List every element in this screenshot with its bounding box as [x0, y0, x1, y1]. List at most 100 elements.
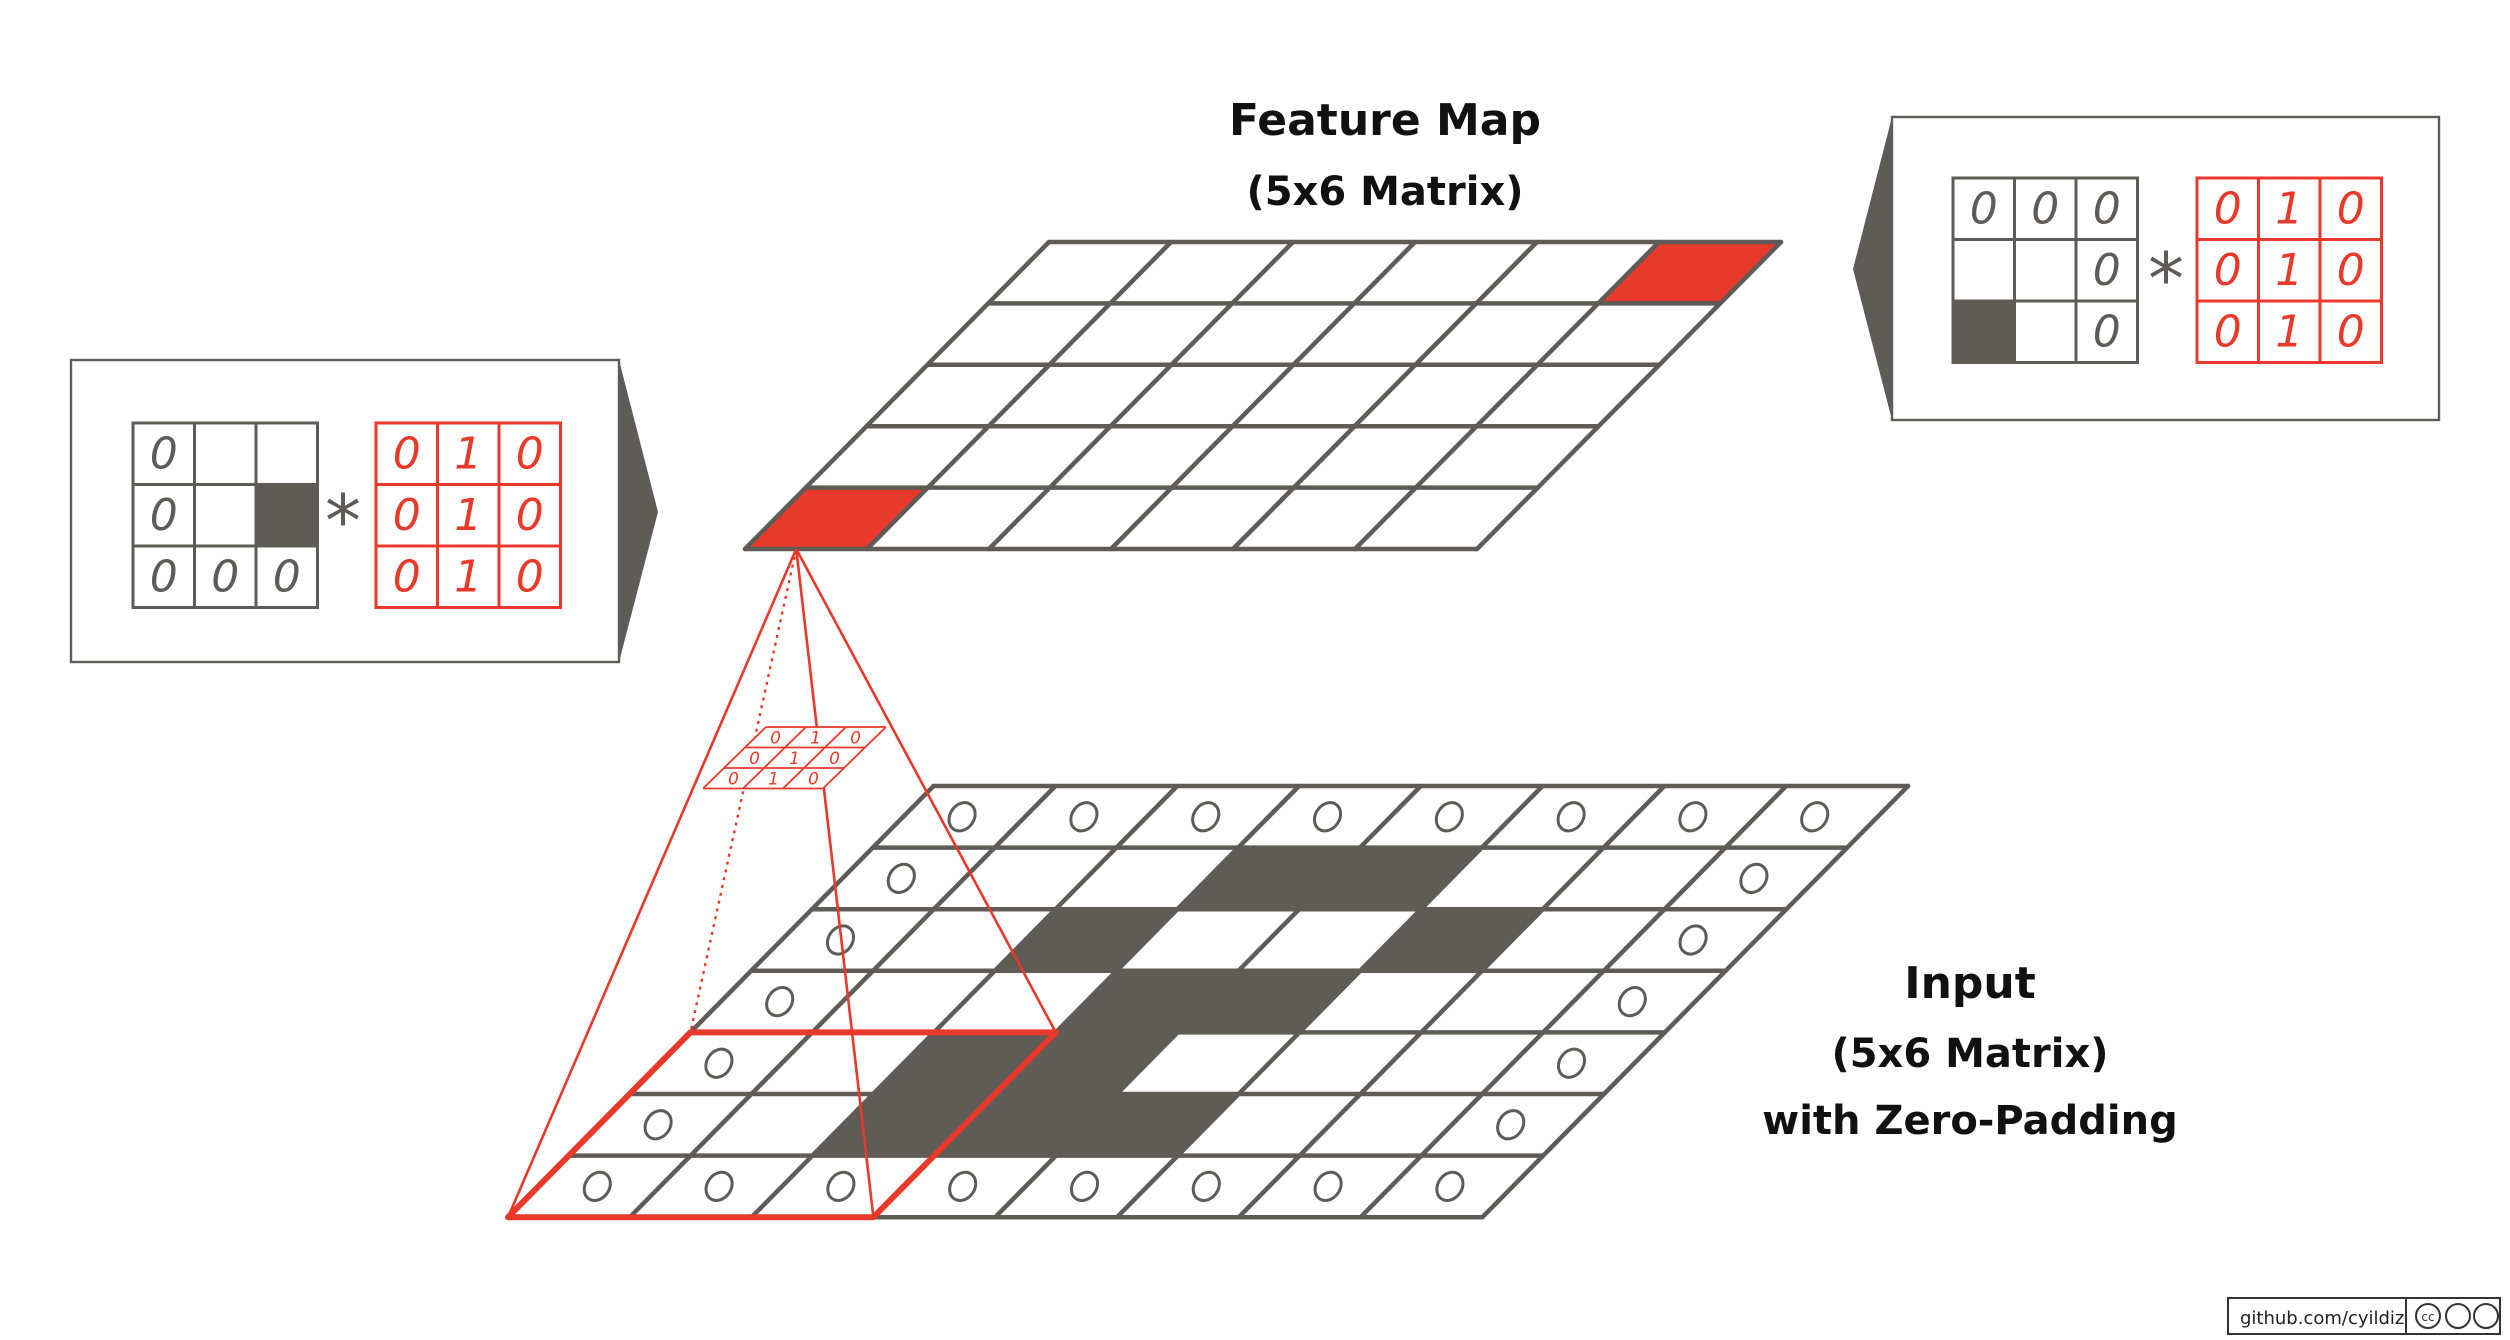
input-subtitle: (5x6 Matrix): [1831, 1031, 2108, 1077]
zero-pad-marker: [643, 1109, 673, 1141]
cc-icon: [2415, 1303, 2441, 1329]
feature-map-title: Feature Map: [1229, 95, 1541, 146]
left-patch-cell: [193, 544, 258, 609]
floating-kernel-value: 0: [770, 728, 781, 748]
floating-kernel-line: [822, 726, 887, 790]
right-kernel-value: 1: [2275, 307, 2303, 358]
right-patch-cell: [2074, 238, 2139, 303]
left-kernel-value: 0: [516, 429, 544, 480]
left-kernel-value: 0: [393, 429, 421, 480]
receptive-field-line: [794, 548, 875, 1218]
left-kernel-cell: [436, 421, 501, 486]
left-patch-cell: [193, 421, 258, 486]
right-patch-value: 0: [2093, 245, 2121, 296]
grid-line: [1236, 783, 1667, 1220]
floating-kernel-value: 0: [829, 749, 840, 769]
input-subtitle-padding: with Zero-Padding: [1762, 1098, 2177, 1144]
by-icon: [2445, 1303, 2471, 1329]
zero-pad-marker: [1312, 801, 1343, 833]
left-patch-value: 0: [150, 552, 178, 603]
input-title: Input: [1904, 958, 2036, 1009]
right-kernel-value: 0: [2214, 307, 2242, 358]
right-kernel-value: 1: [2275, 184, 2303, 235]
left-patch-value: 0: [273, 552, 301, 603]
zero-pad-marker: [1069, 801, 1099, 833]
right-patch-value: 0: [1970, 184, 1998, 235]
grid-line: [749, 783, 1180, 1220]
receptive-field-line: [795, 548, 1057, 1034]
grid-line: [1352, 239, 1662, 552]
right-kernel-cell: [2318, 238, 2383, 303]
left-patch-value: 0: [150, 429, 178, 480]
left-kernel-value: 1: [454, 552, 482, 603]
right-kernel-cell: [2318, 176, 2383, 241]
credit-badge: github.com/cyildiz cc: [2227, 1297, 2501, 1335]
right-patch-value: 0: [2093, 184, 2121, 235]
floating-kernel-value: 1: [768, 769, 779, 789]
right-kernel-value: 1: [2275, 245, 2303, 296]
zero-pad-marker: [947, 801, 977, 833]
right-kernel-cell: [2257, 299, 2322, 364]
sa-icon: [2473, 1303, 2499, 1329]
grid-line: [1114, 783, 1545, 1220]
zero-pad-marker: [765, 986, 795, 1018]
grid-line: [1358, 783, 1789, 1220]
left-kernel-value: 1: [454, 429, 482, 480]
grid-line: [1230, 239, 1540, 552]
zero-pad-marker: [825, 924, 856, 956]
left-kernel-value: 0: [393, 552, 421, 603]
zero-pad-marker: [948, 1170, 978, 1202]
left-multiply-operator: *: [325, 479, 361, 563]
floating-kernel-value: 0: [728, 769, 739, 789]
feature-map-grid: [742, 239, 1784, 552]
cc-icon-label: cc: [2421, 1310, 2434, 1324]
left-patch-cell: [254, 544, 319, 609]
zero-pad-marker: [1556, 1047, 1587, 1079]
floating-kernel-bg: [703, 727, 886, 789]
right-patch-cell: [2074, 176, 2139, 241]
left-kernel-cell: [436, 544, 501, 609]
zero-pad-marker: [1496, 1109, 1526, 1141]
right-multiply-operator: *: [2148, 237, 2184, 321]
grid-line: [992, 783, 1424, 1220]
right-panel-pointer: [1853, 117, 1892, 420]
right-kernel-value: 0: [2214, 184, 2242, 235]
zero-pad-marker: [826, 1170, 856, 1202]
left-kernel-cell: [374, 544, 439, 609]
right-kernel-cell: [2195, 299, 2260, 364]
grid-line: [1480, 783, 1911, 1220]
left-kernel-cell: [497, 544, 562, 609]
right-patch-cell: [1951, 176, 2016, 241]
zero-pad-marker: [1191, 801, 1221, 833]
grid-line: [1474, 239, 1784, 552]
left-patch-cell: [254, 483, 319, 548]
zero-pad-marker: [1800, 801, 1830, 833]
receptive-field-line: [506, 548, 798, 1218]
left-kernel-value: 0: [516, 490, 544, 541]
right-kernel-value: 0: [2337, 245, 2365, 296]
left-kernel-value: 0: [393, 490, 421, 541]
grid-line: [742, 239, 1052, 552]
left-kernel-value: 1: [454, 490, 482, 541]
receptive-field-line-hidden: [689, 548, 798, 1033]
right-kernel-cell: [2318, 299, 2383, 364]
right-patch-cell: [2074, 299, 2139, 364]
right-kernel-value: 0: [2214, 245, 2242, 296]
zero-pad-marker: [704, 1170, 734, 1202]
right-patch-value: 0: [2093, 307, 2121, 358]
zero-pad-marker: [886, 862, 916, 894]
floating-kernel-line: [782, 726, 847, 790]
left-patch-value: 0: [211, 552, 239, 603]
floating-kernel-value: 1: [789, 749, 800, 769]
zero-pad-marker: [704, 1047, 734, 1079]
zero-pad-marker: [1556, 801, 1586, 833]
left-patch-cell: [193, 483, 258, 548]
zero-pad-marker: [1435, 1170, 1465, 1202]
right-patch-cell: [1951, 299, 2016, 364]
zero-pad-marker: [1313, 1170, 1343, 1202]
zero-pad-marker: [1678, 924, 1708, 956]
